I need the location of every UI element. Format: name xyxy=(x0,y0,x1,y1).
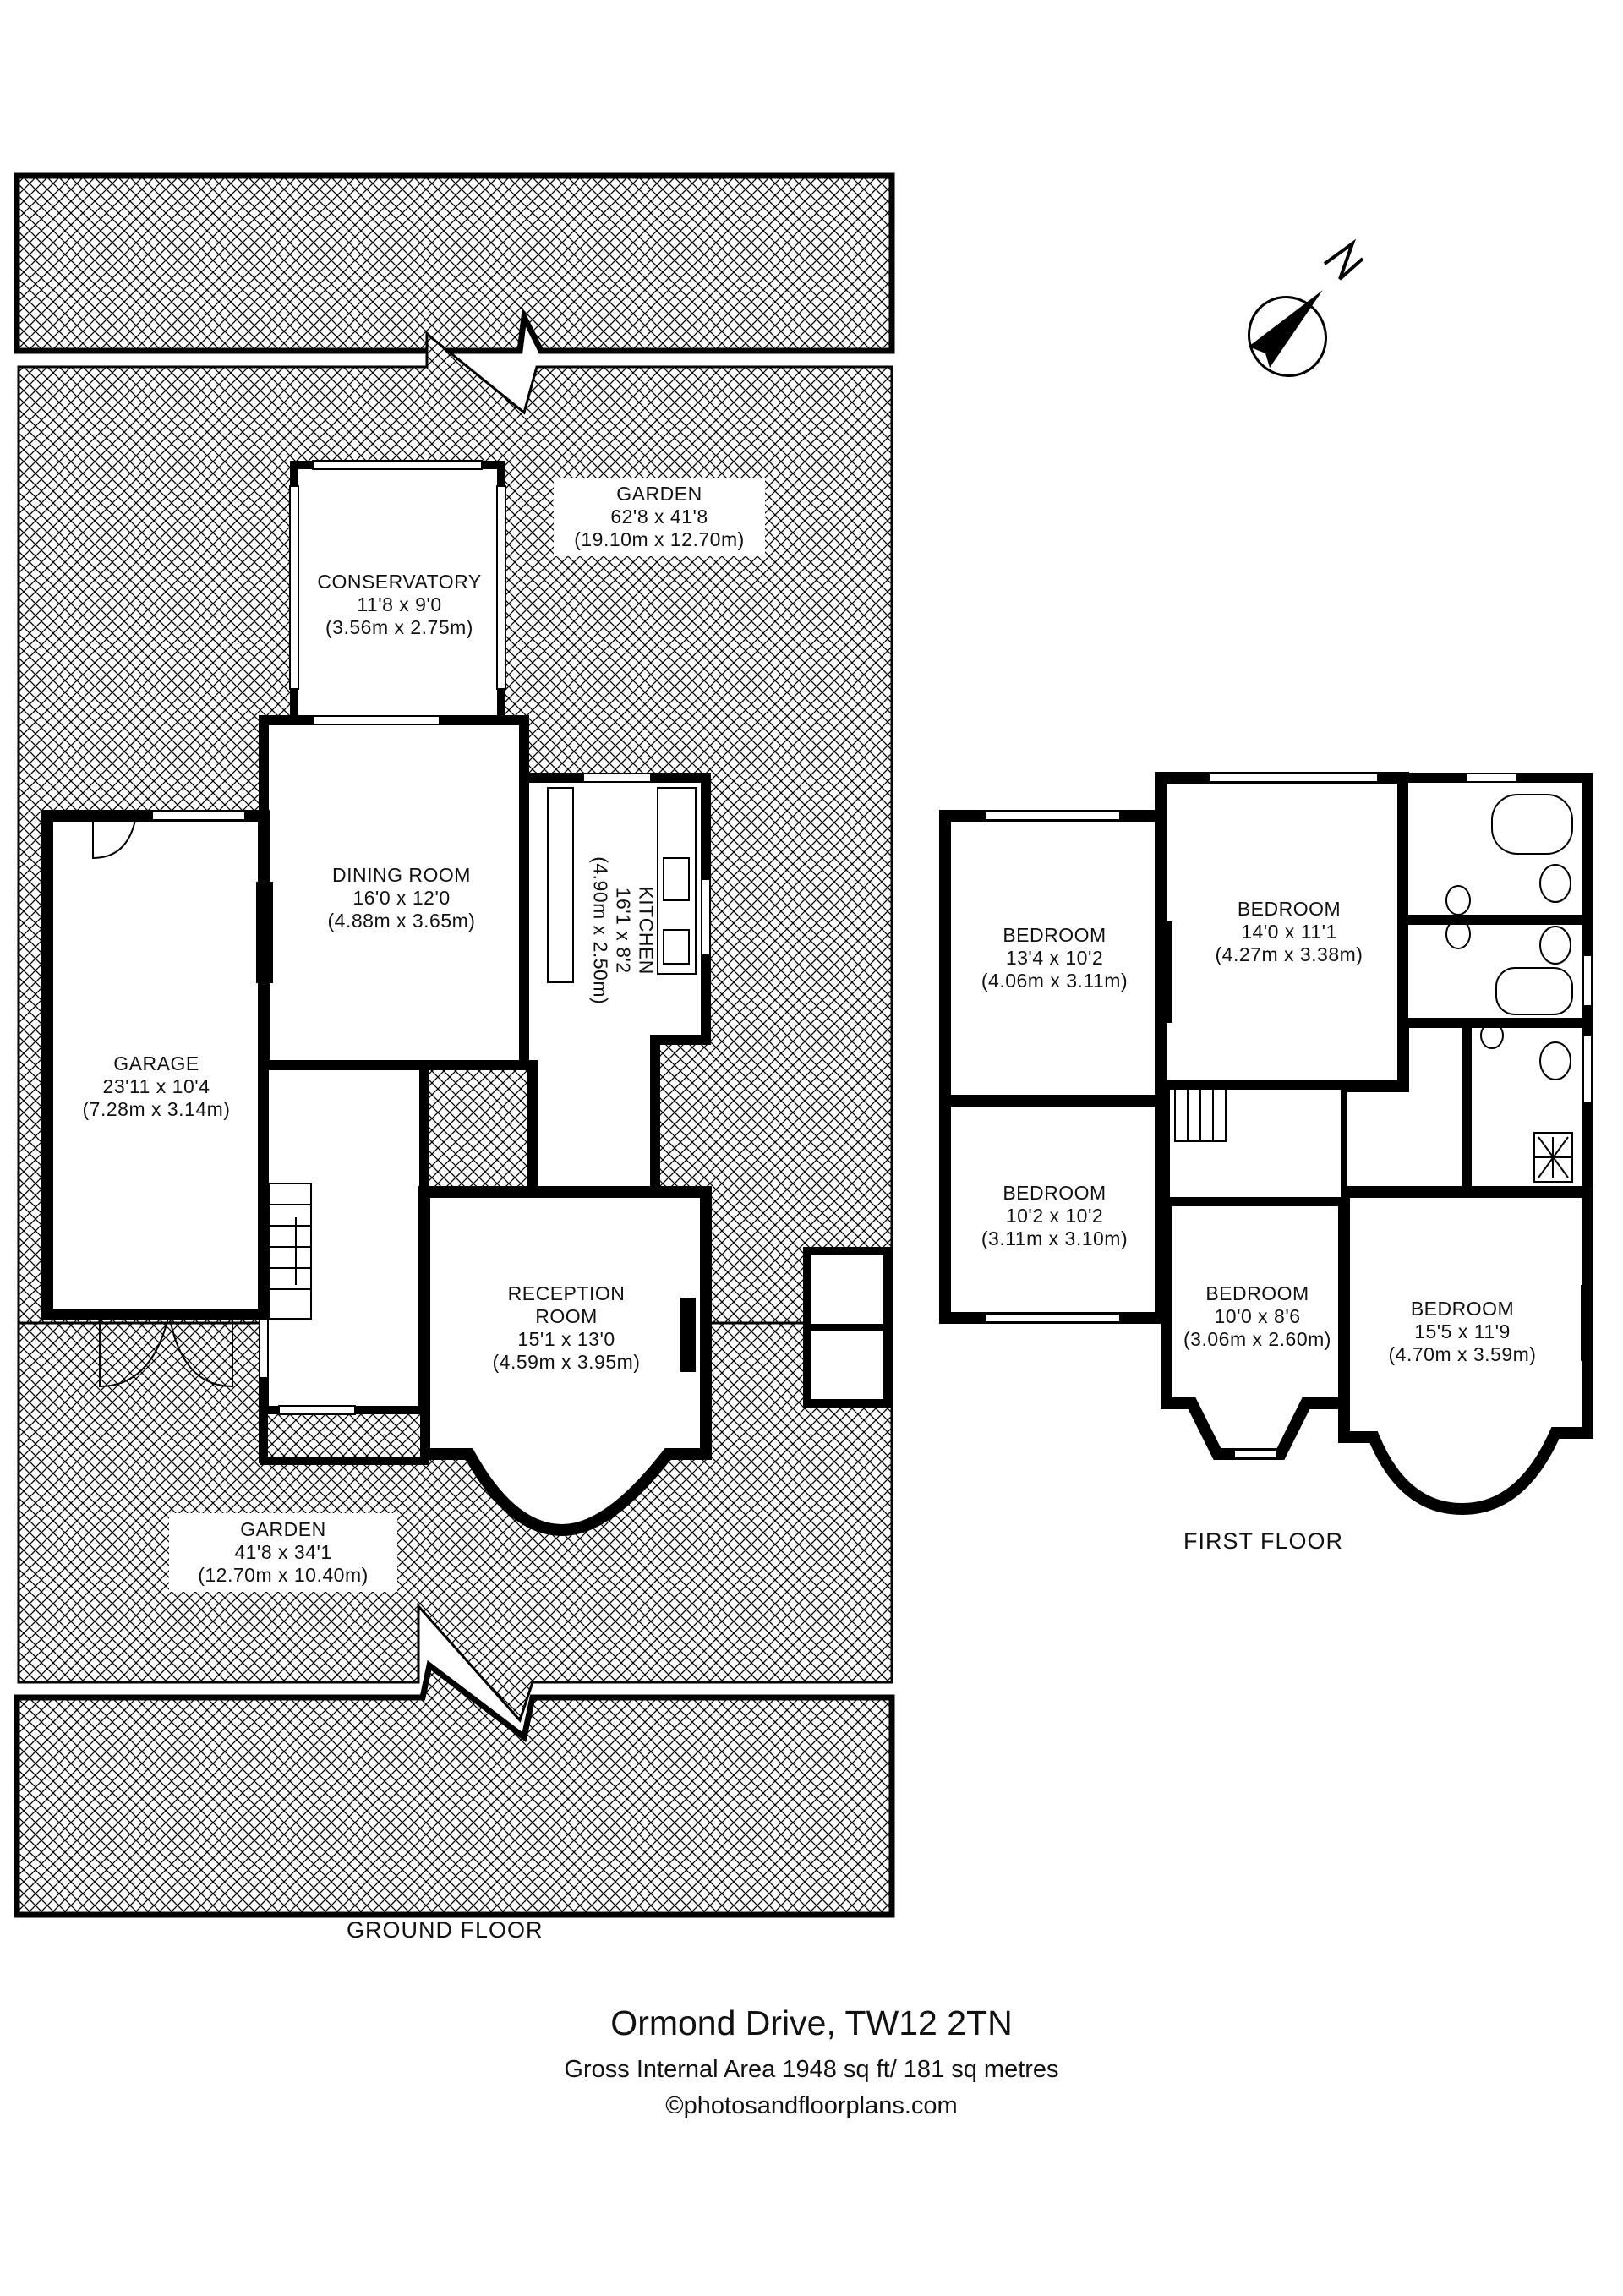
room-name: CONSERVATORY xyxy=(317,571,482,593)
room-dimensions-imperial: 11'8 x 9'0 xyxy=(357,593,442,616)
room-name: BEDROOM xyxy=(1237,898,1342,920)
room-name: BEDROOM xyxy=(1003,1182,1107,1204)
room-dimensions-metric: (3.56m x 2.75m) xyxy=(325,616,473,639)
room-dimensions-imperial: 62'8 x 41'8 xyxy=(610,506,708,528)
top-garden-strip xyxy=(14,172,895,354)
gross-internal-area: Gross Internal Area 1948 sq ft/ 181 sq m… xyxy=(564,2056,1059,2083)
landing xyxy=(1163,1083,1347,1204)
sink-icon xyxy=(663,857,690,901)
room-dimensions-metric: (12.70m x 10.40m) xyxy=(198,1564,369,1587)
room-dimensions-imperial: 41'8 x 34'1 xyxy=(234,1541,332,1564)
basin-icon xyxy=(1445,885,1471,916)
north-label-icon xyxy=(1323,238,1364,281)
window-icons xyxy=(151,460,711,1415)
room-dimensions-metric: (4.06m x 3.11m) xyxy=(981,970,1128,992)
bedroom-5-walls xyxy=(1338,1186,1593,1516)
room-dimensions-metric: (3.11m x 3.10m) xyxy=(981,1227,1128,1250)
chimney-breast-icon xyxy=(1581,1285,1593,1361)
room-dimensions-metric: (3.06m x 2.60m) xyxy=(1183,1328,1331,1351)
room-dimensions-imperial: 15'5 x 11'9 xyxy=(1414,1320,1511,1343)
room-dimensions-imperial: 16'1 x 8'2 xyxy=(612,887,635,974)
shower-room-walls xyxy=(1462,1018,1593,1197)
room-dimensions-imperial: 10'2 x 10'2 xyxy=(1005,1205,1104,1227)
room-label-garage: GARAGE 23'11 x 10'4 (7.28m x 3.14m) xyxy=(51,1052,262,1121)
room-dimensions-metric: (4.88m x 3.65m) xyxy=(327,910,476,932)
stairs-icon xyxy=(268,1183,312,1320)
bottom-garden-strip xyxy=(14,1659,895,1918)
bath-icon xyxy=(1495,967,1573,1015)
hob-icon xyxy=(663,929,690,965)
room-dimensions-imperial: 15'1 x 13'0 xyxy=(517,1328,615,1351)
room-dimensions-imperial: 16'0 x 12'0 xyxy=(352,887,451,910)
ground-floor-label: GROUND FLOOR xyxy=(347,1917,544,1943)
room-label-bedroom-3: BEDROOM 10'2 x 10'2 (3.11m x 3.10m) xyxy=(951,1182,1158,1250)
room-label-reception-room: RECEPTION ROOM 15'1 x 13'0 (4.59m x 3.95… xyxy=(440,1282,693,1375)
toilet-icon xyxy=(1539,864,1571,903)
room-dimensions-imperial: 23'11 x 10'4 xyxy=(102,1075,210,1098)
room-dimensions-imperial: 13'4 x 10'2 xyxy=(1005,947,1104,970)
basin-icon xyxy=(1445,919,1471,949)
window-icons xyxy=(984,773,1593,1459)
room-dimensions-metric: (4.27m x 3.38m) xyxy=(1215,943,1363,966)
room-name: GARDEN xyxy=(616,483,702,505)
room-name-line2: ROOM xyxy=(535,1305,598,1328)
room-label-bedroom-4: BEDROOM 10'0 x 8'6 (3.06m x 2.60m) xyxy=(1171,1282,1344,1351)
room-dimensions-imperial: 10'0 x 8'6 xyxy=(1214,1305,1301,1328)
first-floor-house xyxy=(939,772,1593,1516)
room-name: GARAGE xyxy=(113,1052,199,1074)
room-label-bedroom-5: BEDROOM 15'5 x 11'9 (4.70m x 3.59m) xyxy=(1361,1298,1564,1366)
room-label-garden-top: GARDEN 62'8 x 41'8 (19.10m x 12.70m) xyxy=(554,478,765,557)
room-label-dining-room: DINING ROOM 16'0 x 12'0 (4.88m x 3.65m) xyxy=(279,864,524,932)
room-dimensions-metric: (7.28m x 3.14m) xyxy=(82,1098,231,1121)
hallway-walls xyxy=(259,1060,429,1463)
room-label-conservatory: CONSERVATORY 11'8 x 9'0 (3.56m x 2.75m) xyxy=(296,571,503,639)
room-name: BEDROOM xyxy=(1003,924,1107,946)
chimney-breast-icon xyxy=(1157,921,1172,1023)
room-name: DINING ROOM xyxy=(332,864,471,886)
bedroom-3-walls xyxy=(939,1095,1167,1324)
room-label-kitchen: KITCHEN 16'1 x 8'2 (4.90m x 2.50m) xyxy=(588,825,657,1036)
room-dimensions-metric: (4.70m x 3.59m) xyxy=(1388,1343,1537,1366)
room-name: KITCHEN xyxy=(635,886,658,975)
copyright-notice: ©photosandfloorplans.com xyxy=(665,2092,958,2119)
bathroom-1-walls xyxy=(1398,773,1593,925)
room-dimensions-metric: (4.90m x 2.50m) xyxy=(589,856,612,1005)
room-label-bedroom-1: BEDROOM 13'4 x 10'2 (4.06m x 3.11m) xyxy=(951,924,1158,992)
bath-icon xyxy=(1491,794,1573,855)
toilet-icon xyxy=(1539,1041,1571,1080)
room-name: GARDEN xyxy=(240,1518,326,1540)
bathroom-2-walls xyxy=(1398,915,1593,1028)
toilet-icon xyxy=(1539,926,1571,965)
basin-icon xyxy=(1480,1022,1504,1049)
ground-floor-house xyxy=(41,461,892,1537)
garage-door-icon xyxy=(92,819,233,1388)
room-name: BEDROOM xyxy=(1205,1282,1309,1304)
property-address: Ormond Drive, TW12 2TN xyxy=(610,2004,1013,2042)
room-name: BEDROOM xyxy=(1410,1298,1515,1320)
room-dimensions-imperial: 14'0 x 11'1 xyxy=(1241,921,1337,943)
room-name: RECEPTION xyxy=(507,1282,626,1304)
room-label-bedroom-2: BEDROOM 14'0 x 11'1 (4.27m x 3.38m) xyxy=(1175,898,1403,966)
room-label-garden-bottom: GARDEN 41'8 x 34'1 (12.70m x 10.40m) xyxy=(169,1513,397,1593)
room-dimensions-metric: (19.10m x 12.70m) xyxy=(574,528,745,551)
chimney-breast-icon xyxy=(680,1298,696,1372)
reception-room-walls xyxy=(418,1186,712,1537)
chimney-breast-icon xyxy=(256,882,273,983)
room-dimensions-metric: (4.59m x 3.95m) xyxy=(492,1351,641,1374)
stairs-icon xyxy=(1174,1085,1227,1142)
first-floor-label: FIRST FLOOR xyxy=(1183,1528,1344,1554)
kitchen-counters xyxy=(547,787,697,983)
bathroom-fixtures xyxy=(1445,794,1573,1183)
compass-icon xyxy=(1247,238,1364,378)
